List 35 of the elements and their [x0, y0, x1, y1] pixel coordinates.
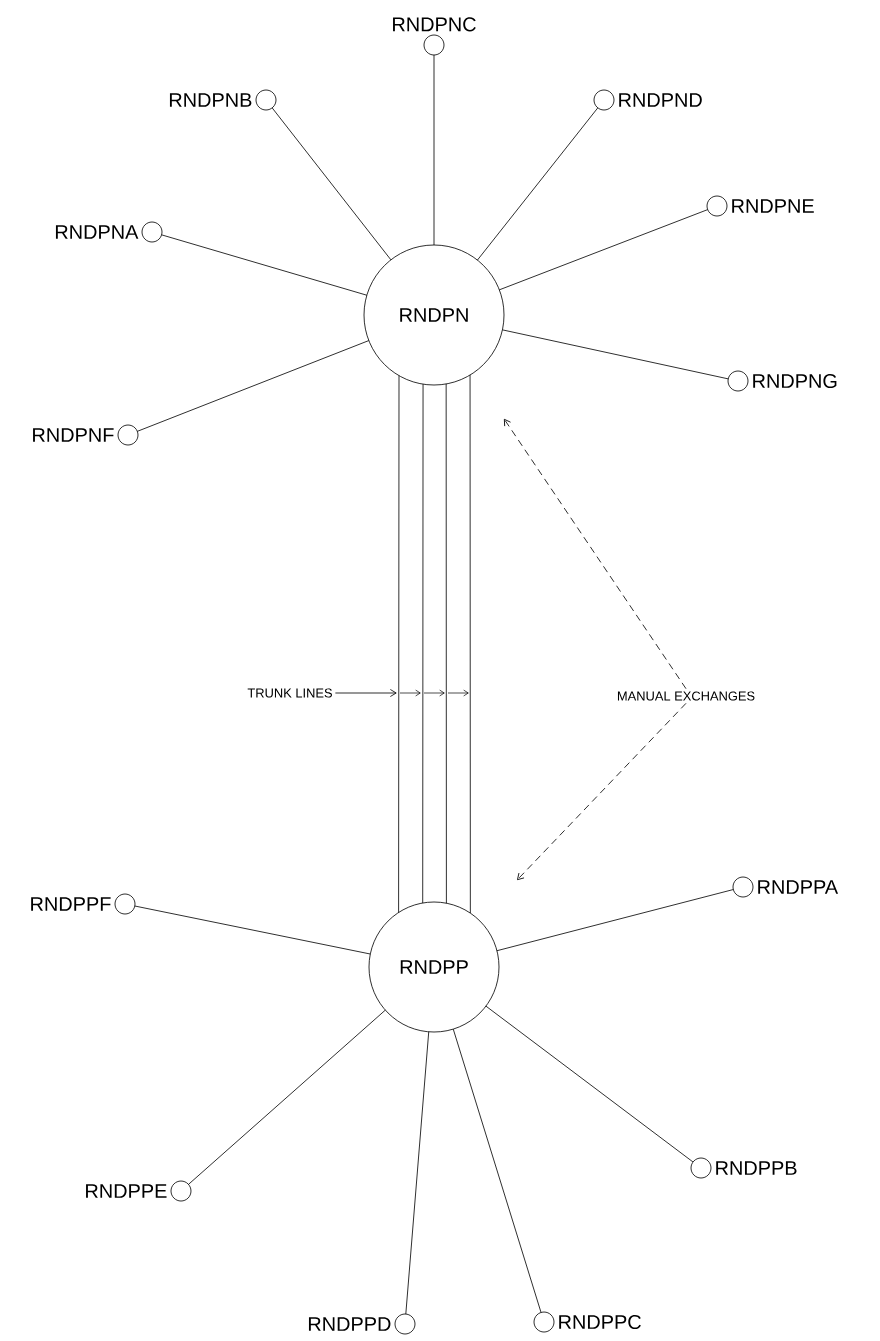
- trunk-line: [422, 383, 424, 904]
- node-label: RNDPPF: [31, 897, 111, 911]
- node-label: RNDPPE: [86, 1184, 167, 1198]
- connecting-line: [433, 54, 435, 246]
- connecting-line: [496, 889, 734, 952]
- trunk-line: [469, 374, 471, 914]
- connecting-line: [485, 1005, 694, 1163]
- trunk-line: [398, 375, 400, 913]
- connecting-line: [405, 1031, 430, 1315]
- connecting-line: [271, 107, 392, 261]
- node-label: RNDPNA: [55, 225, 139, 239]
- node-label: RNDPPA: [758, 880, 839, 894]
- note-text: MANUAL EXCHANGES: [617, 691, 755, 701]
- node-label: RNDPPC: [559, 1314, 641, 1330]
- node-label: RNDPNG: [753, 373, 837, 389]
- connecting-line: [136, 340, 370, 432]
- connecting-line: [502, 329, 729, 380]
- dashed-arrow: [503, 418, 687, 690]
- connecting-line: [188, 1009, 386, 1185]
- node-label: RNDPNF: [33, 428, 114, 442]
- trunk-line: [445, 383, 447, 904]
- dashed-arrow: [517, 702, 687, 881]
- node-label: RNDPPD: [308, 1317, 391, 1331]
- node-label: RNDPPB: [716, 1161, 797, 1175]
- connecting-line: [498, 209, 709, 291]
- connecting-line: [134, 905, 371, 955]
- connecting-line: [161, 234, 368, 296]
- node-label: RNDPNE: [732, 199, 814, 213]
- node-label: RNDPNB: [169, 93, 252, 107]
- leader-arrow: [334, 689, 397, 697]
- note-text: TRUNK LINES: [247, 688, 332, 698]
- node-label: RNDPND: [619, 93, 702, 107]
- connecting-line: [477, 107, 599, 261]
- connecting-line: [452, 1028, 542, 1313]
- node-label: RNDPNC: [393, 17, 476, 32]
